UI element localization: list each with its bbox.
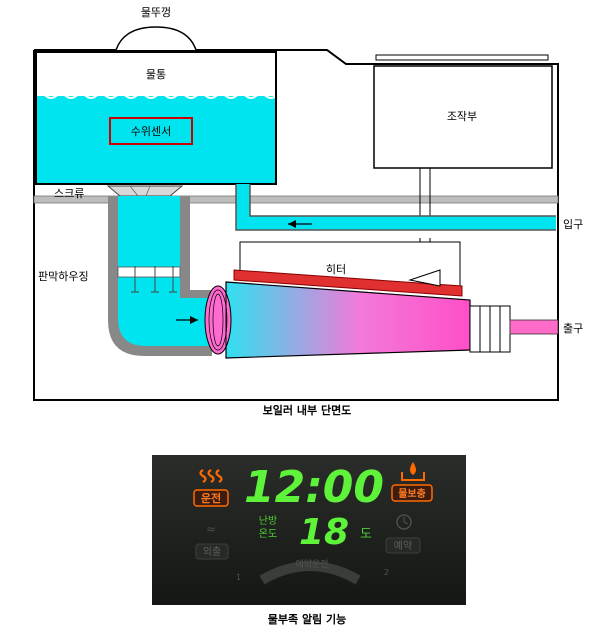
label-inlet: 입구 — [563, 218, 583, 231]
diagram-caption: 보일러 내부 단면도 — [263, 403, 352, 417]
screw-rail — [33, 195, 559, 204]
label-control: 조작부 — [447, 110, 477, 123]
clock-digits: 12:00 — [244, 462, 384, 513]
temp-label-line2: 온도 — [259, 528, 277, 540]
label-outlet: 출구 — [563, 322, 583, 335]
label-screw: 스크류 — [54, 187, 84, 200]
clock-display: 12:00 — [244, 462, 384, 513]
heater-clip — [408, 269, 441, 287]
small-label-right: 2 — [384, 568, 389, 577]
top-rail — [375, 54, 549, 61]
inlet-pipe — [235, 184, 556, 231]
pot-icon — [401, 472, 425, 481]
water-drop-icon — [410, 462, 416, 475]
run-button[interactable] — [193, 489, 229, 507]
away-button-label: 외출 — [203, 546, 221, 558]
refill-button[interactable] — [391, 484, 433, 502]
label-heater: 히터 — [326, 262, 346, 276]
panel-caption: 물부족 알림 기능 — [268, 612, 347, 626]
control-dial[interactable] — [259, 561, 361, 585]
temp-digits: 18 — [299, 512, 349, 553]
run-button-label: 운전 — [201, 491, 221, 505]
reserve-run-label: 예약운전 — [295, 558, 328, 570]
tank-lid — [115, 26, 197, 51]
control-box — [373, 65, 553, 169]
small-label-left: 1 — [236, 573, 241, 582]
heat-icon — [199, 469, 223, 483]
temp-label-line1: 난방 — [259, 515, 277, 527]
boiler-cross-section: 물뚜껑 물통 수위센서 스크류 판막하우징 히터 조작부 입구 출구 보일러 내… — [33, 6, 583, 417]
tank-funnel — [106, 185, 184, 197]
label-housing: 판막하우징 — [38, 269, 89, 283]
refill-button-label: 물보충 — [398, 487, 426, 500]
label-tank: 물통 — [146, 68, 166, 81]
label-sensor: 수위센서 — [131, 125, 171, 138]
water-tank — [35, 51, 277, 185]
temp-unit: 도 — [360, 527, 372, 542]
reserve-button-label: 예약 — [394, 540, 412, 552]
water-sensor — [109, 117, 193, 145]
reserve-button[interactable] — [385, 537, 421, 554]
away-button[interactable] — [195, 543, 229, 560]
clock-icon — [396, 514, 412, 530]
outlet-fitting — [469, 305, 559, 353]
heater-bar — [233, 269, 463, 297]
label-lid: 물뚜껑 — [141, 6, 171, 19]
control-panel: 운전 ≈ 외출 12:00 난방 온도 18 도 물보충 예약 예약운전 1 2 — [152, 455, 466, 605]
boiler-outline — [33, 49, 559, 401]
wave-icon: ≈ — [206, 522, 216, 536]
housing-pipe — [108, 196, 212, 356]
